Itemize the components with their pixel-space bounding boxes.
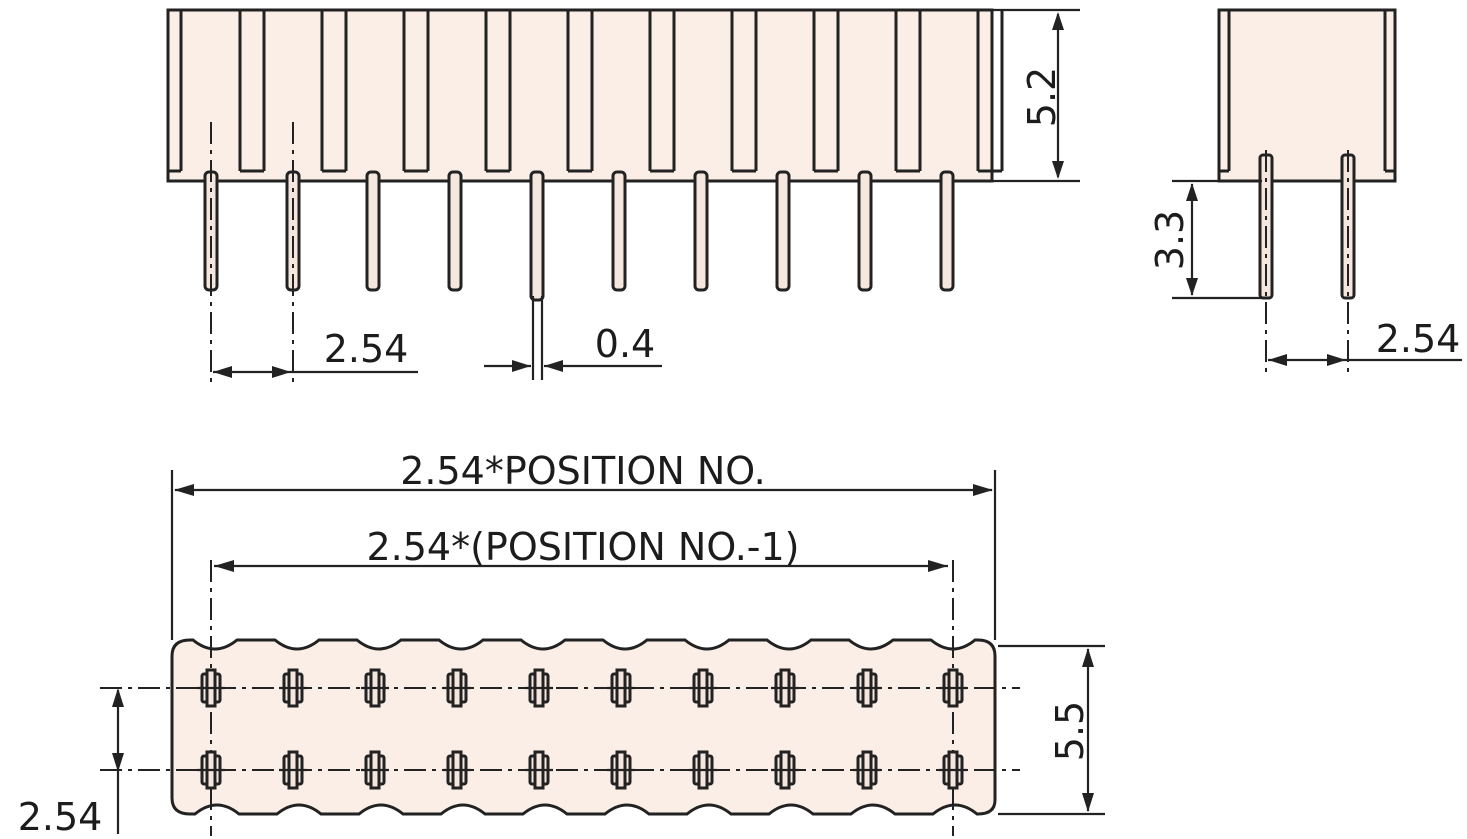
pin-pad bbox=[525, 750, 553, 790]
pin-pad bbox=[279, 668, 307, 708]
front-view-pin bbox=[939, 170, 955, 292]
row-pitch-label: 2.54 bbox=[18, 795, 103, 839]
pin-pad bbox=[443, 668, 471, 708]
pin-pitch-label: 2.54 bbox=[324, 327, 409, 371]
pin-length-label: 3.3 bbox=[1148, 210, 1192, 270]
pin-pad bbox=[689, 750, 717, 790]
pin-pad bbox=[279, 750, 307, 790]
pin-pitch-dimension: 2.54 bbox=[210, 122, 418, 385]
pin-width-dimension: 0.4 bbox=[484, 296, 662, 380]
overall-length-dimension: 2.54*POSITION NO. bbox=[170, 449, 997, 640]
pin-pad bbox=[689, 668, 717, 708]
pin-pad bbox=[853, 668, 881, 708]
front-view-pin bbox=[365, 170, 381, 292]
overall-length-label: 2.54*POSITION NO. bbox=[400, 449, 765, 493]
front-view-housing bbox=[166, 8, 1004, 183]
pin-pad bbox=[607, 750, 635, 790]
top-view: 2.54*POSITION NO. 2.54*(POSITION NO.-1) … bbox=[18, 449, 1105, 839]
housing-outline bbox=[166, 8, 994, 183]
front-view-pin bbox=[447, 170, 463, 292]
front-view-pin bbox=[775, 170, 791, 292]
pin-pad bbox=[771, 668, 799, 708]
pin-span-label: 2.54*(POSITION NO.-1) bbox=[366, 525, 799, 569]
pin-pad bbox=[525, 668, 553, 708]
top-view-pads bbox=[197, 668, 967, 790]
pin-span-dimension: 2.54*(POSITION NO.-1) bbox=[214, 525, 948, 572]
side-pitch-dimension: 2.54 bbox=[1268, 317, 1462, 366]
side-view-housing bbox=[1217, 8, 1397, 183]
front-view-pin bbox=[693, 170, 709, 292]
pin-pad bbox=[853, 750, 881, 790]
footprint-width-dimension: 5.5 bbox=[998, 644, 1105, 816]
pin-pad bbox=[197, 750, 225, 790]
front-view-pin bbox=[529, 170, 545, 302]
side-pitch-label: 2.54 bbox=[1376, 317, 1461, 361]
side-view: 3.3 2.54 bbox=[1148, 8, 1462, 375]
pin-pad bbox=[939, 750, 967, 790]
pin-pad bbox=[443, 750, 471, 790]
pin-width-label: 0.4 bbox=[595, 322, 655, 366]
row-pitch-dimension: 2.54 bbox=[18, 688, 124, 839]
pin-pad bbox=[771, 750, 799, 790]
pin-pad bbox=[607, 668, 635, 708]
pin-pad bbox=[197, 668, 225, 708]
footprint-width-label: 5.5 bbox=[1048, 701, 1092, 761]
body-height-dimension: 5.2 bbox=[990, 8, 1080, 183]
pin-pad bbox=[361, 750, 389, 790]
front-view-pins bbox=[203, 170, 955, 302]
front-view-pin bbox=[857, 170, 873, 292]
pin-pad bbox=[939, 668, 967, 708]
front-view: 5.2 2.54 0.4 bbox=[166, 8, 1080, 385]
pin-length-dimension: 3.3 bbox=[1148, 179, 1262, 300]
pin-pad bbox=[361, 668, 389, 708]
front-view-pin bbox=[611, 170, 627, 292]
body-height-label: 5.2 bbox=[1020, 67, 1064, 127]
